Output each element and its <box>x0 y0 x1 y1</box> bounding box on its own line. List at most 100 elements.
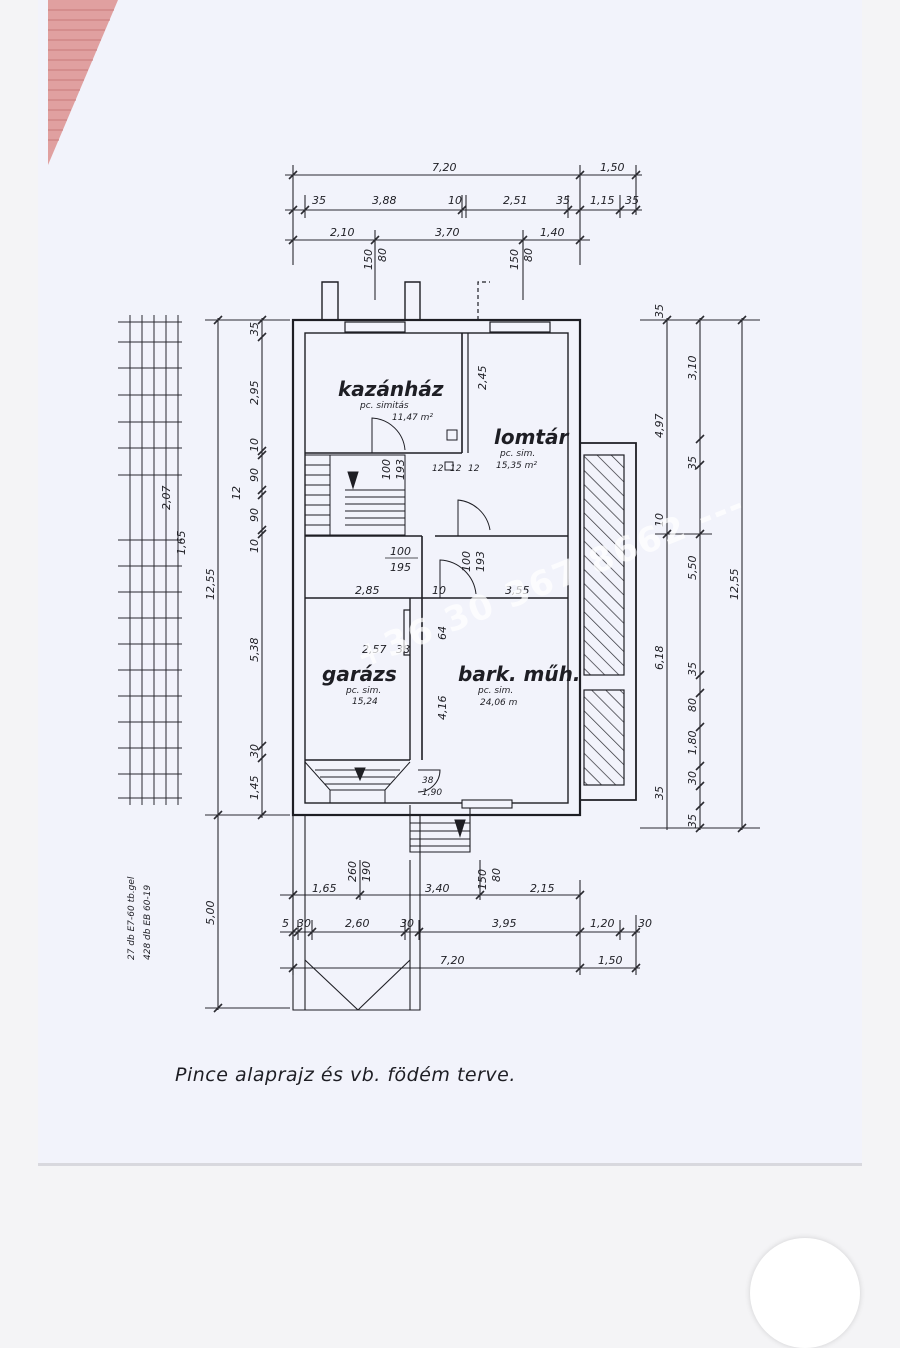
mid-dim-c: 3,55 <box>505 584 530 597</box>
bottom-dim-r2-b: 30 <box>297 917 311 930</box>
top-dim-r2-b: 3,88 <box>372 194 397 207</box>
bottom-dim-r1-a: 1,65 <box>312 882 337 895</box>
bottom-dim-r2-g: 30 <box>638 917 652 930</box>
bottom-dimension-lines <box>280 860 641 975</box>
right-dim-seg-12: 35 <box>653 786 666 800</box>
slab-beam-schedule <box>118 315 182 805</box>
stair-door-h: 193 <box>394 459 407 480</box>
bottom-window-2-w: 150 <box>476 869 489 890</box>
red-corner-strip <box>48 0 118 165</box>
right-dim-seg-3: 3,10 <box>686 356 699 381</box>
inner-dim-height: 2,45 <box>476 366 489 391</box>
top-dimension-lines <box>285 165 642 300</box>
right-dim-seg-11: 30 <box>686 771 699 785</box>
left-dim-seg-6: 90 <box>248 508 261 522</box>
left-dim-seg-9: 30 <box>248 744 261 758</box>
slab-span-2: 1,65 <box>175 531 188 556</box>
left-dim-seg-7: 10 <box>248 539 261 553</box>
top-dim-r2-a: 35 <box>312 194 326 207</box>
building-walls <box>291 281 582 817</box>
right-dim-seg-8: 35 <box>686 662 699 676</box>
sheet-edge <box>38 1163 862 1166</box>
workshop-dim-b: 4,16 <box>436 696 449 721</box>
top-window-1-h: 80 <box>376 248 389 262</box>
right-dim-seg-13: 35 <box>686 814 699 828</box>
small-door-h: 1,90 <box>422 788 442 798</box>
room-garazs-finish: pc. sim. <box>345 686 381 696</box>
bottom-window-1-w: 260 <box>346 861 359 882</box>
floor-plan-drawing: 7,20 1,50 35 3,88 10 2,51 35 1,15 35 2,1… <box>118 161 760 1013</box>
top-dim-r2-d: 2,51 <box>503 194 528 207</box>
room-garazs-area: 15,24 <box>352 697 378 707</box>
bottom-dim-r2-c: 2,60 <box>345 917 370 930</box>
left-dimension-lines <box>205 315 290 1013</box>
floating-action-button[interactable] <box>750 1238 860 1348</box>
room-garazs-name: garázs <box>322 662 397 686</box>
workshop-dim-a: 64 <box>436 626 449 640</box>
stair-door-w: 100 <box>380 459 393 480</box>
garage-dim-a: 2,57 <box>362 643 387 656</box>
door-swings <box>371 417 491 793</box>
bottom-dim-r2-e: 3,95 <box>492 917 517 930</box>
top-dim-r2-f: 1,15 <box>590 194 615 207</box>
top-dim-r2-c: 10 <box>448 194 462 207</box>
left-dim-seg-5: 12 <box>230 486 243 500</box>
top-dim-r3-a: 2,10 <box>330 226 355 239</box>
room-barkmuh-area: 24,06 m <box>480 698 518 708</box>
right-dim-total: 12,55 <box>728 569 741 601</box>
bottom-dim-porch: 1,50 <box>598 954 623 967</box>
room-lomtar-area: 15,35 m² <box>496 461 537 471</box>
top-window-1-w: 150 <box>362 249 375 270</box>
room-barkmuh-finish: pc. sim. <box>477 686 513 696</box>
corr-door-w: 100 <box>390 545 411 558</box>
small-door-w: 38 <box>422 776 434 786</box>
room-lomtar-name: lomtár <box>494 425 569 449</box>
paper-sheet <box>38 0 862 1165</box>
bottom-window-2-h: 80 <box>490 868 503 882</box>
garage-driveway <box>292 815 421 1011</box>
top-dim-r3-c: 1,40 <box>540 226 565 239</box>
left-dim-seg-1: 35 <box>248 322 261 336</box>
top-dim-r2-g: 35 <box>625 194 639 207</box>
room-barkmuh-name: bark. műh. <box>458 662 580 686</box>
left-dim-below: 5,00 <box>204 901 217 926</box>
bottom-dim-total: 7,20 <box>440 954 465 967</box>
left-dim-seg-8: 5,38 <box>248 638 261 663</box>
corr-door-h: 195 <box>390 561 411 574</box>
left-dim-seg-4: 90 <box>248 468 261 482</box>
top-dim-r2-e: 35 <box>556 194 570 207</box>
right-dimension-lines <box>640 315 760 833</box>
left-dim-seg-3: 10 <box>248 438 261 452</box>
slab-note-1: 27 db E7-60 tb.gel <box>127 876 137 960</box>
outside-stair <box>409 799 513 853</box>
door-small-2: 12 <box>450 464 462 474</box>
right-dim-seg-9: 80 <box>686 698 699 712</box>
top-dim-total: 7,20 <box>432 161 457 174</box>
slab-note-2: 428 db EB 60-19 <box>143 885 153 960</box>
top-dim-r3-b: 3,70 <box>435 226 460 239</box>
bottom-window-1-h: 190 <box>360 861 373 882</box>
garage-entry-steps <box>304 761 411 803</box>
left-dim-seg-10: 1,45 <box>248 776 261 801</box>
right-dim-seg-1: 35 <box>653 304 666 318</box>
hatched-wall-block <box>580 442 637 801</box>
mid-dim-b: 10 <box>432 584 446 597</box>
door-b-w: 100 <box>460 551 473 572</box>
top-window-2-w: 150 <box>508 249 521 270</box>
right-dim-seg-6: 5,50 <box>686 556 699 581</box>
door-small-3: 12 <box>468 464 480 474</box>
right-dim-seg-2: 4,97 <box>653 414 666 439</box>
room-kazanhaz-finish: pc. simitás <box>359 401 409 411</box>
door-small-1: 12 <box>432 464 444 474</box>
room-lomtar-finish: pc. sim. <box>499 449 535 459</box>
slab-span-1: 2,07 <box>160 486 173 511</box>
drawing-title: Pince alaprajz és vb. födém terve. <box>175 1064 516 1086</box>
top-window-2-h: 80 <box>522 248 535 262</box>
mid-dim-a: 2,85 <box>355 584 380 597</box>
bottom-dim-r1-c: 2,15 <box>530 882 555 895</box>
bottom-dim-r1-b: 3,40 <box>425 882 450 895</box>
bottom-dim-r2-a: 5 <box>282 917 289 930</box>
top-dim-porch: 1,50 <box>600 161 625 174</box>
right-dim-seg-4: 35 <box>686 456 699 470</box>
bottom-dim-r2-f: 1,20 <box>590 917 615 930</box>
